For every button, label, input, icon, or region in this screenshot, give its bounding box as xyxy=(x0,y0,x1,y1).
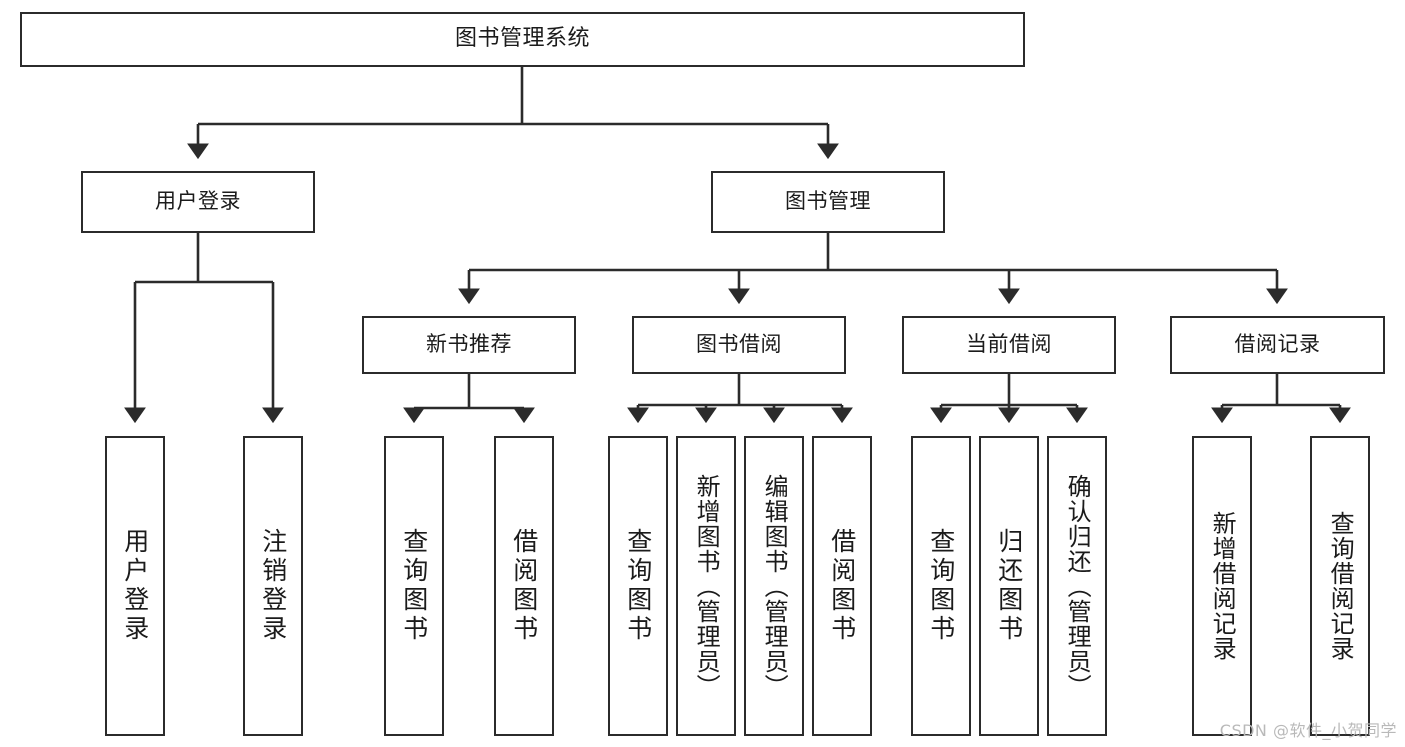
node-leaf-borrow-book-1[interactable]: 借阅图书 xyxy=(494,436,554,736)
node-user-login[interactable]: 用户登录 xyxy=(81,171,315,233)
node-leaf-query-record[interactable]: 查询借阅记录 xyxy=(1310,436,1370,736)
node-book-management[interactable]: 图书管理 xyxy=(711,171,945,233)
node-new-book-recommend[interactable]: 新书推荐 xyxy=(362,316,576,374)
node-root[interactable]: 图书管理系统 xyxy=(20,12,1025,67)
node-leaf-add-book[interactable]: 新增图书（管理员） xyxy=(676,436,736,736)
node-leaf-logout-login[interactable]: 注销登录 xyxy=(243,436,303,736)
node-leaf-confirm-return[interactable]: 确认归还（管理员） xyxy=(1047,436,1107,736)
node-leaf-edit-book[interactable]: 编辑图书（管理员） xyxy=(744,436,804,736)
node-leaf-return-book[interactable]: 归还图书 xyxy=(979,436,1039,736)
node-borrow-record[interactable]: 借阅记录 xyxy=(1170,316,1385,374)
node-book-borrow[interactable]: 图书借阅 xyxy=(632,316,846,374)
node-leaf-add-record[interactable]: 新增借阅记录 xyxy=(1192,436,1252,736)
node-leaf-borrow-book-2[interactable]: 借阅图书 xyxy=(812,436,872,736)
node-current-borrow[interactable]: 当前借阅 xyxy=(902,316,1116,374)
node-leaf-query-book-2[interactable]: 查询图书 xyxy=(608,436,668,736)
node-leaf-query-book-1[interactable]: 查询图书 xyxy=(384,436,444,736)
node-leaf-query-book-3[interactable]: 查询图书 xyxy=(911,436,971,736)
node-leaf-user-login[interactable]: 用户登录 xyxy=(105,436,165,736)
